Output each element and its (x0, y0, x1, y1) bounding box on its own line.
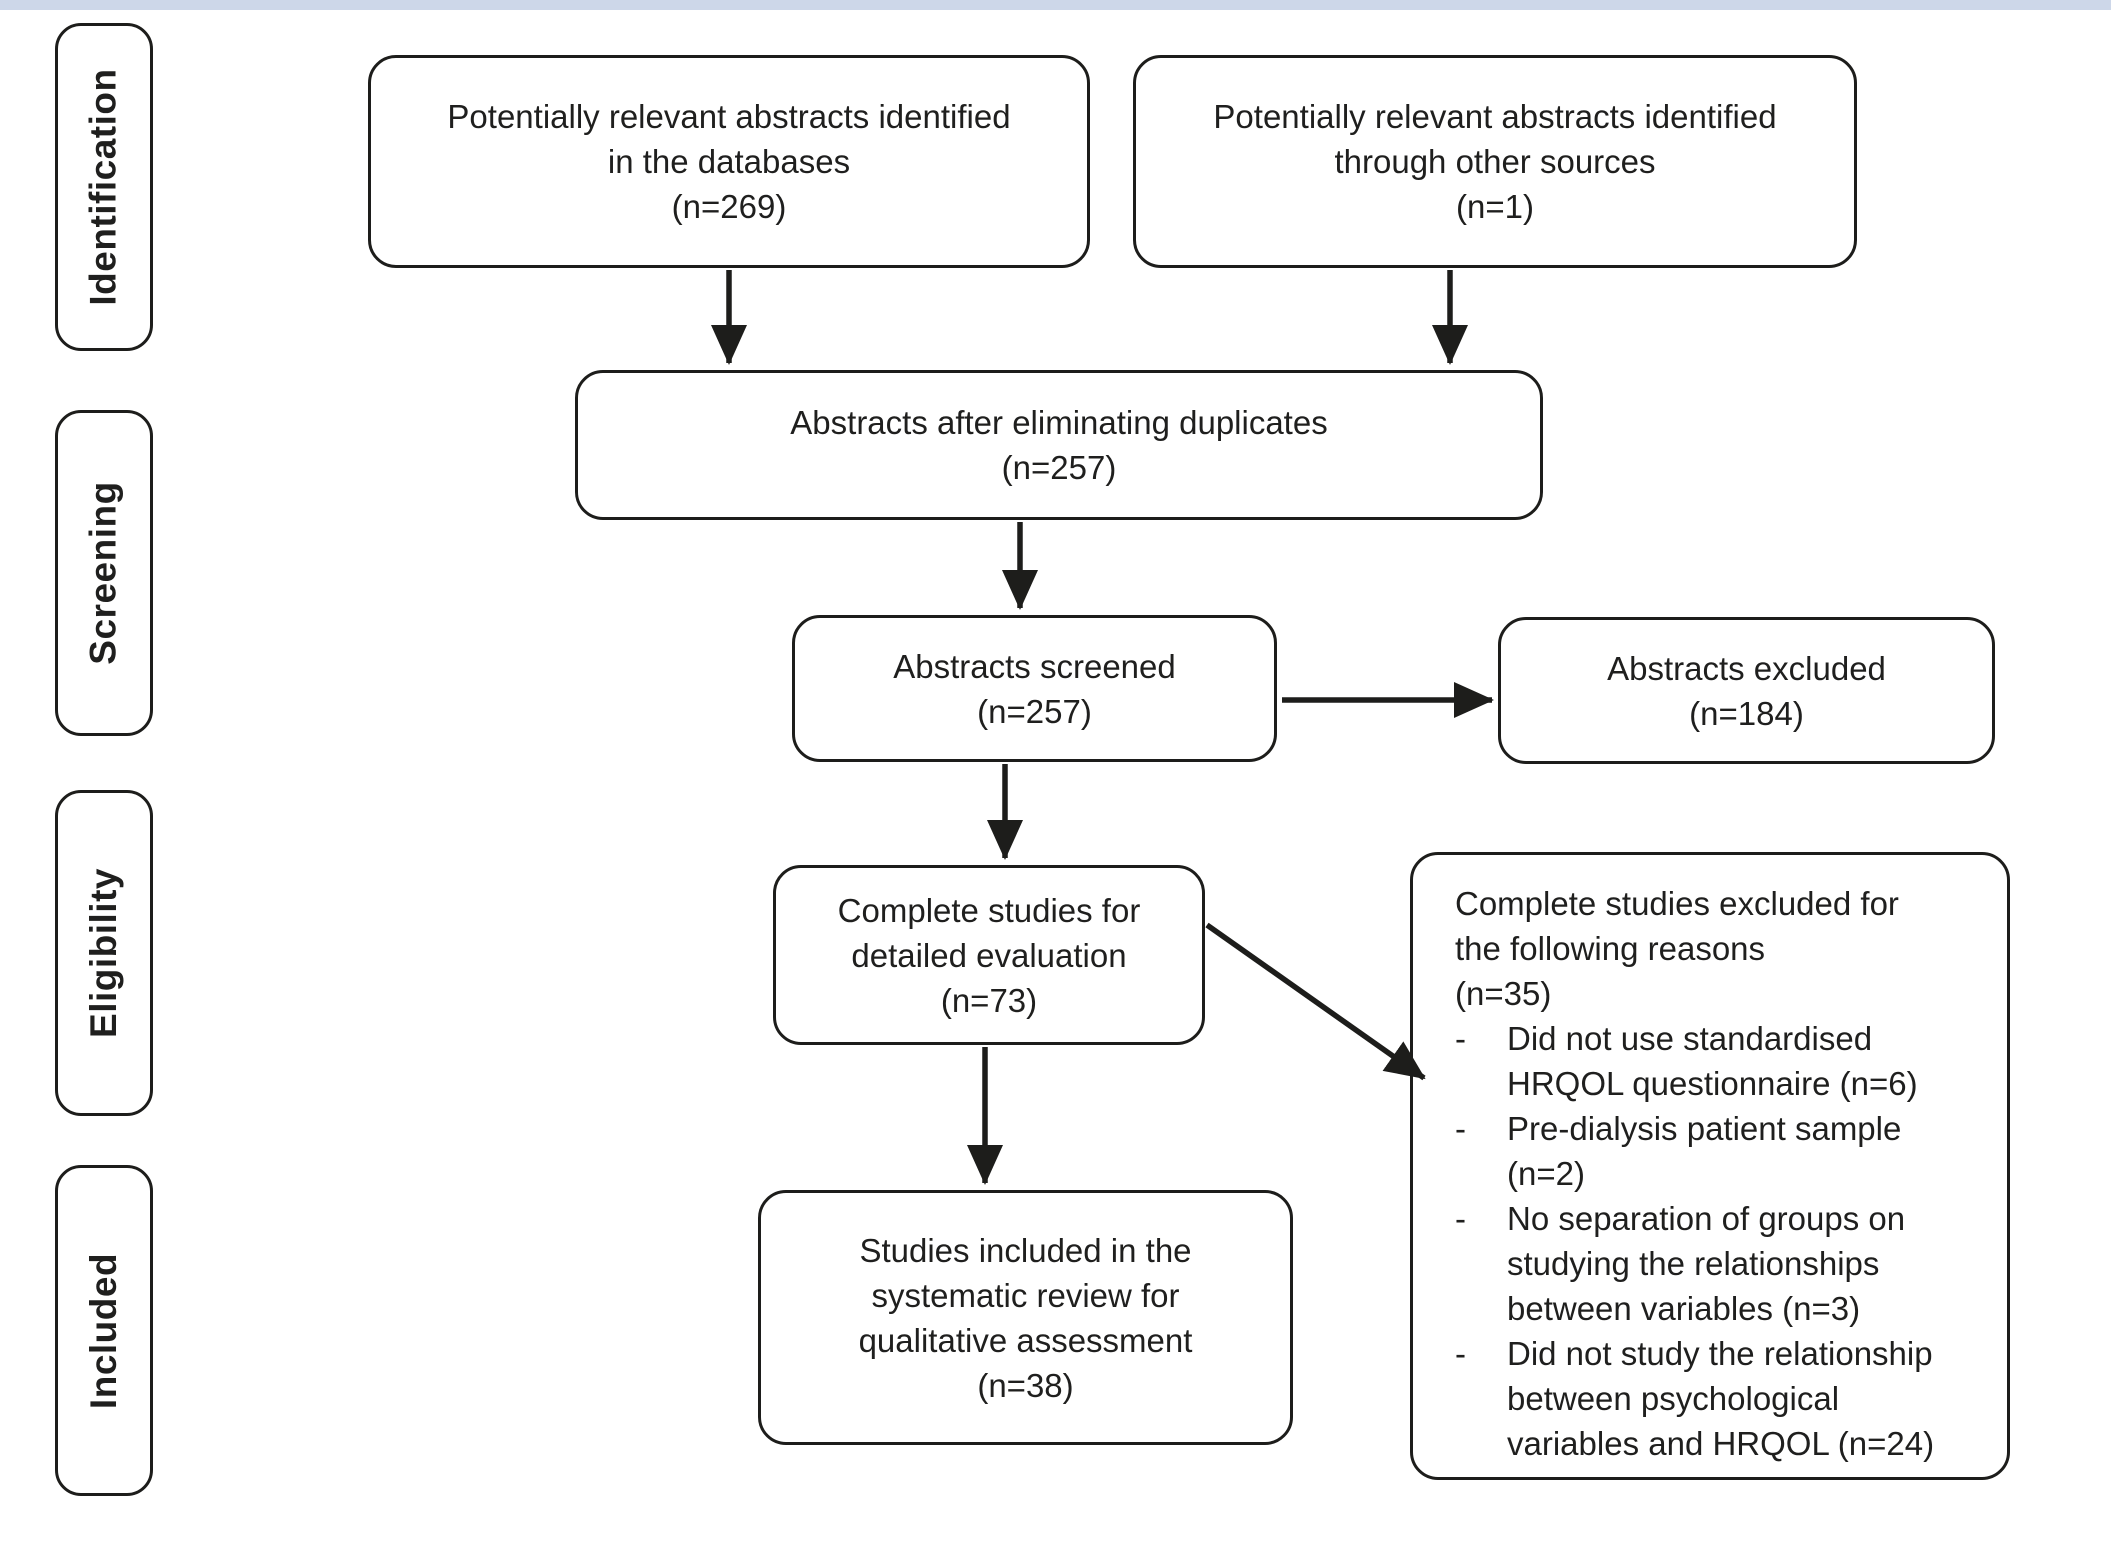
stage-screening: Screening (55, 410, 153, 736)
box-abstracts-excluded-text: Abstracts excluded (n=184) (1607, 649, 1886, 732)
exclusion-reason-text: Pre-dialysis patient sample (n=2) (1507, 1110, 1902, 1192)
stage-included-label: Included (83, 1252, 124, 1409)
box-included-studies-text: Studies included in the systematic revie… (858, 1231, 1193, 1404)
top-accent-bar (0, 0, 2111, 10)
box-exclusion-reasons: Complete studies excluded for the follow… (1410, 852, 2010, 1480)
box-abstracts-screened-text: Abstracts screened (n=257) (893, 647, 1176, 730)
box-identified-databases: Potentially relevant abstracts identifie… (368, 55, 1090, 268)
arrow-complete-to-exclusion-reasons (1205, 922, 1426, 1081)
exclusion-reason-item: - No separation of groups on studying th… (1455, 1196, 1977, 1331)
bullet-dash: - (1455, 1110, 1466, 1147)
exclusion-reason-text: Did not study the relationship between p… (1507, 1335, 1935, 1462)
box-complete-studies: Complete studies for detailed evaluation… (773, 865, 1205, 1045)
stage-identification: Identification (55, 23, 153, 351)
exclusion-reason-text: Did not use standardised HRQOL questionn… (1507, 1020, 1918, 1102)
box-after-duplicates: Abstracts after eliminating duplicates (… (575, 370, 1543, 520)
exclusion-reason-text: No separation of groups on studying the … (1507, 1200, 1906, 1327)
box-abstracts-excluded: Abstracts excluded (n=184) (1498, 617, 1995, 764)
box-identified-other-sources-text: Potentially relevant abstracts identifie… (1213, 98, 1777, 225)
exclusion-reason-item: - Did not study the relationship between… (1455, 1331, 1977, 1466)
exclusion-reason-item: - Did not use standardised HRQOL questio… (1455, 1016, 1977, 1106)
bullet-dash: - (1455, 1335, 1466, 1372)
box-complete-studies-text: Complete studies for detailed evaluation… (837, 891, 1141, 1019)
bullet-dash: - (1455, 1200, 1466, 1237)
stage-screening-label: Screening (83, 481, 124, 665)
box-included-studies: Studies included in the systematic revie… (758, 1190, 1293, 1445)
box-identified-other-sources: Potentially relevant abstracts identifie… (1133, 55, 1857, 268)
stage-eligibility: Eligibility (55, 790, 153, 1116)
stage-included: Included (55, 1165, 153, 1496)
box-after-duplicates-text: Abstracts after eliminating duplicates (… (790, 404, 1328, 486)
stage-eligibility-label: Eligibility (83, 868, 124, 1038)
stage-identification-label: Identification (83, 68, 125, 306)
exclusion-reasons-header: Complete studies excluded for the follow… (1455, 885, 1899, 1012)
bullet-dash: - (1455, 1020, 1466, 1057)
exclusion-reason-item: - Pre-dialysis patient sample (n=2) (1455, 1106, 1977, 1196)
box-abstracts-screened: Abstracts screened (n=257) (792, 615, 1277, 762)
box-identified-databases-text: Potentially relevant abstracts identifie… (447, 98, 1011, 225)
